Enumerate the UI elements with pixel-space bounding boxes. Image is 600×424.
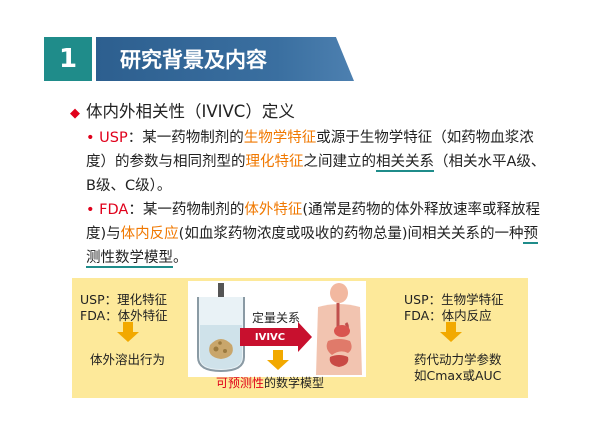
model-caption: 可预测性的数学模型 bbox=[216, 374, 324, 391]
model-caption-rest: 的数学模型 bbox=[264, 376, 325, 390]
fda-text-4: 。 bbox=[173, 250, 188, 266]
usp-highlight-physchem: 理化特征 bbox=[245, 154, 304, 170]
down-arrow-icon bbox=[267, 350, 289, 370]
bullet-icon: • bbox=[86, 130, 95, 146]
fda-highlight-invivo: 体内反应 bbox=[120, 226, 179, 242]
fda-highlight-model: 预测性数学模型 bbox=[86, 226, 538, 268]
fda-highlight-invitro: 体外特征 bbox=[244, 202, 303, 218]
usp-label: USP bbox=[99, 130, 128, 146]
fda-definition: • FDA：某一药物制剂的体外特征(通常是药物的体外释放速率或释放程度)与体内反… bbox=[86, 198, 548, 270]
down-arrow-icon bbox=[440, 322, 462, 342]
left-result-label: 体外溶出行为 bbox=[90, 352, 166, 367]
fda-text-3: (如血浆药物浓度或吸收的药物总量)间相关关系的一种 bbox=[178, 226, 524, 242]
diamond-bullet-icon: ◆ bbox=[70, 106, 80, 121]
dissolution-vessel-icon bbox=[197, 283, 245, 373]
down-arrow-icon bbox=[117, 322, 139, 342]
usp-definition: • USP：某一药物制剂的生物学特征或源于生物学特征（如药物血浆浓度）的参数与相… bbox=[86, 126, 548, 198]
usp-text-2: 或源于生物学特征（如药物血浆浓度）的参数与相同剂型的 bbox=[86, 130, 534, 170]
usp-text-3: 之间建立的 bbox=[303, 154, 377, 170]
model-caption-highlight: 可预测性 bbox=[216, 376, 265, 390]
quantitative-relation-label: 定量关系 bbox=[252, 311, 301, 325]
section-number: 1 bbox=[44, 37, 92, 81]
left-usp-label: USP：理化特征 bbox=[80, 292, 168, 307]
fda-text-1: ：某一药物制剂的 bbox=[128, 202, 245, 218]
bullet-icon: • bbox=[86, 202, 95, 218]
section-title: 研究背景及内容 bbox=[96, 37, 354, 81]
usp-highlight-bio: 生物学特征 bbox=[243, 130, 317, 146]
usp-text-4: （相关水平A级、B级、C级）。 bbox=[86, 154, 546, 194]
definition-heading-text: 体内外相关性（IVIVC）定义 bbox=[86, 102, 295, 121]
fda-label: FDA bbox=[99, 202, 129, 218]
usp-text-1: ：某一药物制剂的 bbox=[127, 130, 244, 146]
definition-heading: ◆ 体内外相关性（IVIVC）定义 bbox=[70, 98, 295, 122]
right-usp-label: USP：生物学特征 bbox=[404, 292, 504, 307]
fda-text-2: (通常是药物的体外释放速率或释放程度)与 bbox=[86, 202, 540, 242]
right-result-line-2: 如Cmax或AUC bbox=[414, 368, 502, 383]
usp-highlight-relation: 相关关系 bbox=[376, 154, 434, 172]
human-body-icon bbox=[316, 283, 362, 375]
right-fda-label: FDA：体内反应 bbox=[404, 308, 492, 323]
right-result-line-1: 药代动力学参数 bbox=[414, 352, 502, 367]
ivivc-tag: IVIVC bbox=[244, 329, 296, 345]
left-fda-label: FDA：体外特征 bbox=[80, 308, 168, 323]
